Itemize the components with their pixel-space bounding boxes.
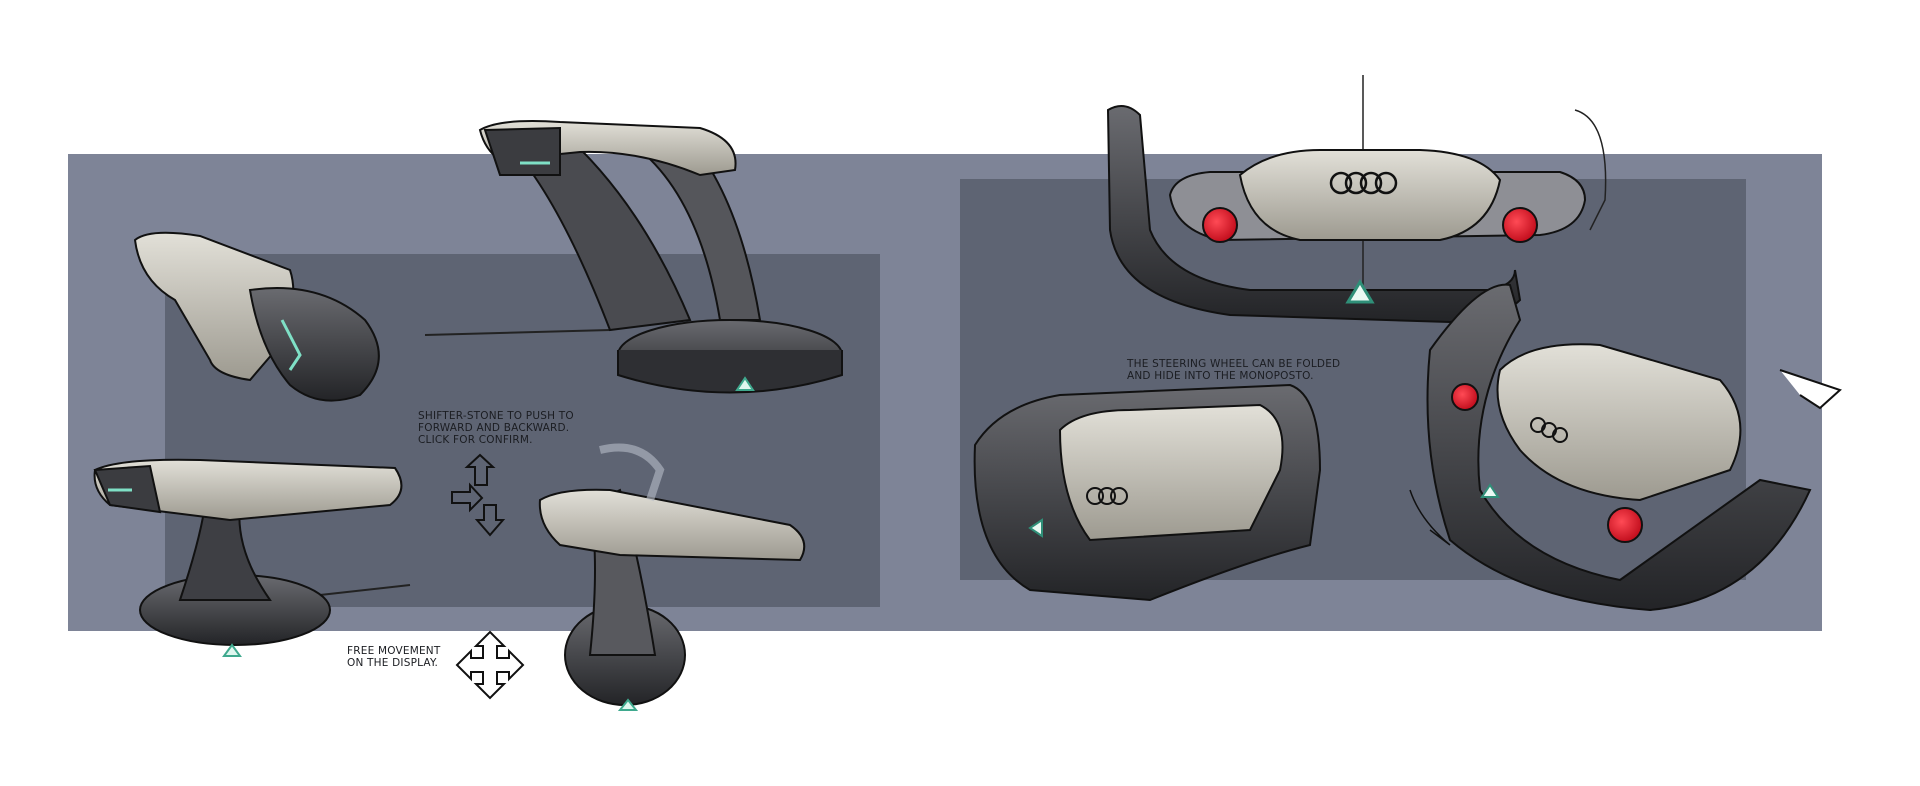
red-button-lower	[1607, 507, 1643, 543]
four-rings-logo	[1329, 171, 1398, 195]
shifter-with-hand-sketch	[538, 443, 806, 711]
glow-arrow-badge-icon	[1345, 279, 1375, 304]
red-button-right	[1502, 207, 1538, 243]
red-button-upper	[1451, 383, 1479, 411]
shifter-top-view-sketch	[133, 231, 380, 402]
steering-annotation: THE STEERING WHEEL CAN BE FOLDED AND HID…	[1127, 358, 1341, 382]
shifter-tall-stand-sketch	[424, 120, 843, 394]
push-direction-arrows-icon	[451, 453, 506, 537]
steering-wheel-front-sketch	[1106, 75, 1607, 324]
steering-wheel-folded-sketch	[973, 383, 1322, 602]
free-movement-cross-icon	[455, 630, 525, 700]
shifter-annotation: SHIFTER-STONE TO PUSH TO FORWARD AND BAC…	[418, 410, 574, 446]
red-button-left	[1202, 207, 1238, 243]
shifter-low-stand-sketch	[93, 458, 411, 657]
free-movement-annotation: FREE MOVEMENT ON THE DISPLAY.	[347, 645, 441, 669]
steering-wheel-angled-sketch	[1409, 283, 1842, 612]
